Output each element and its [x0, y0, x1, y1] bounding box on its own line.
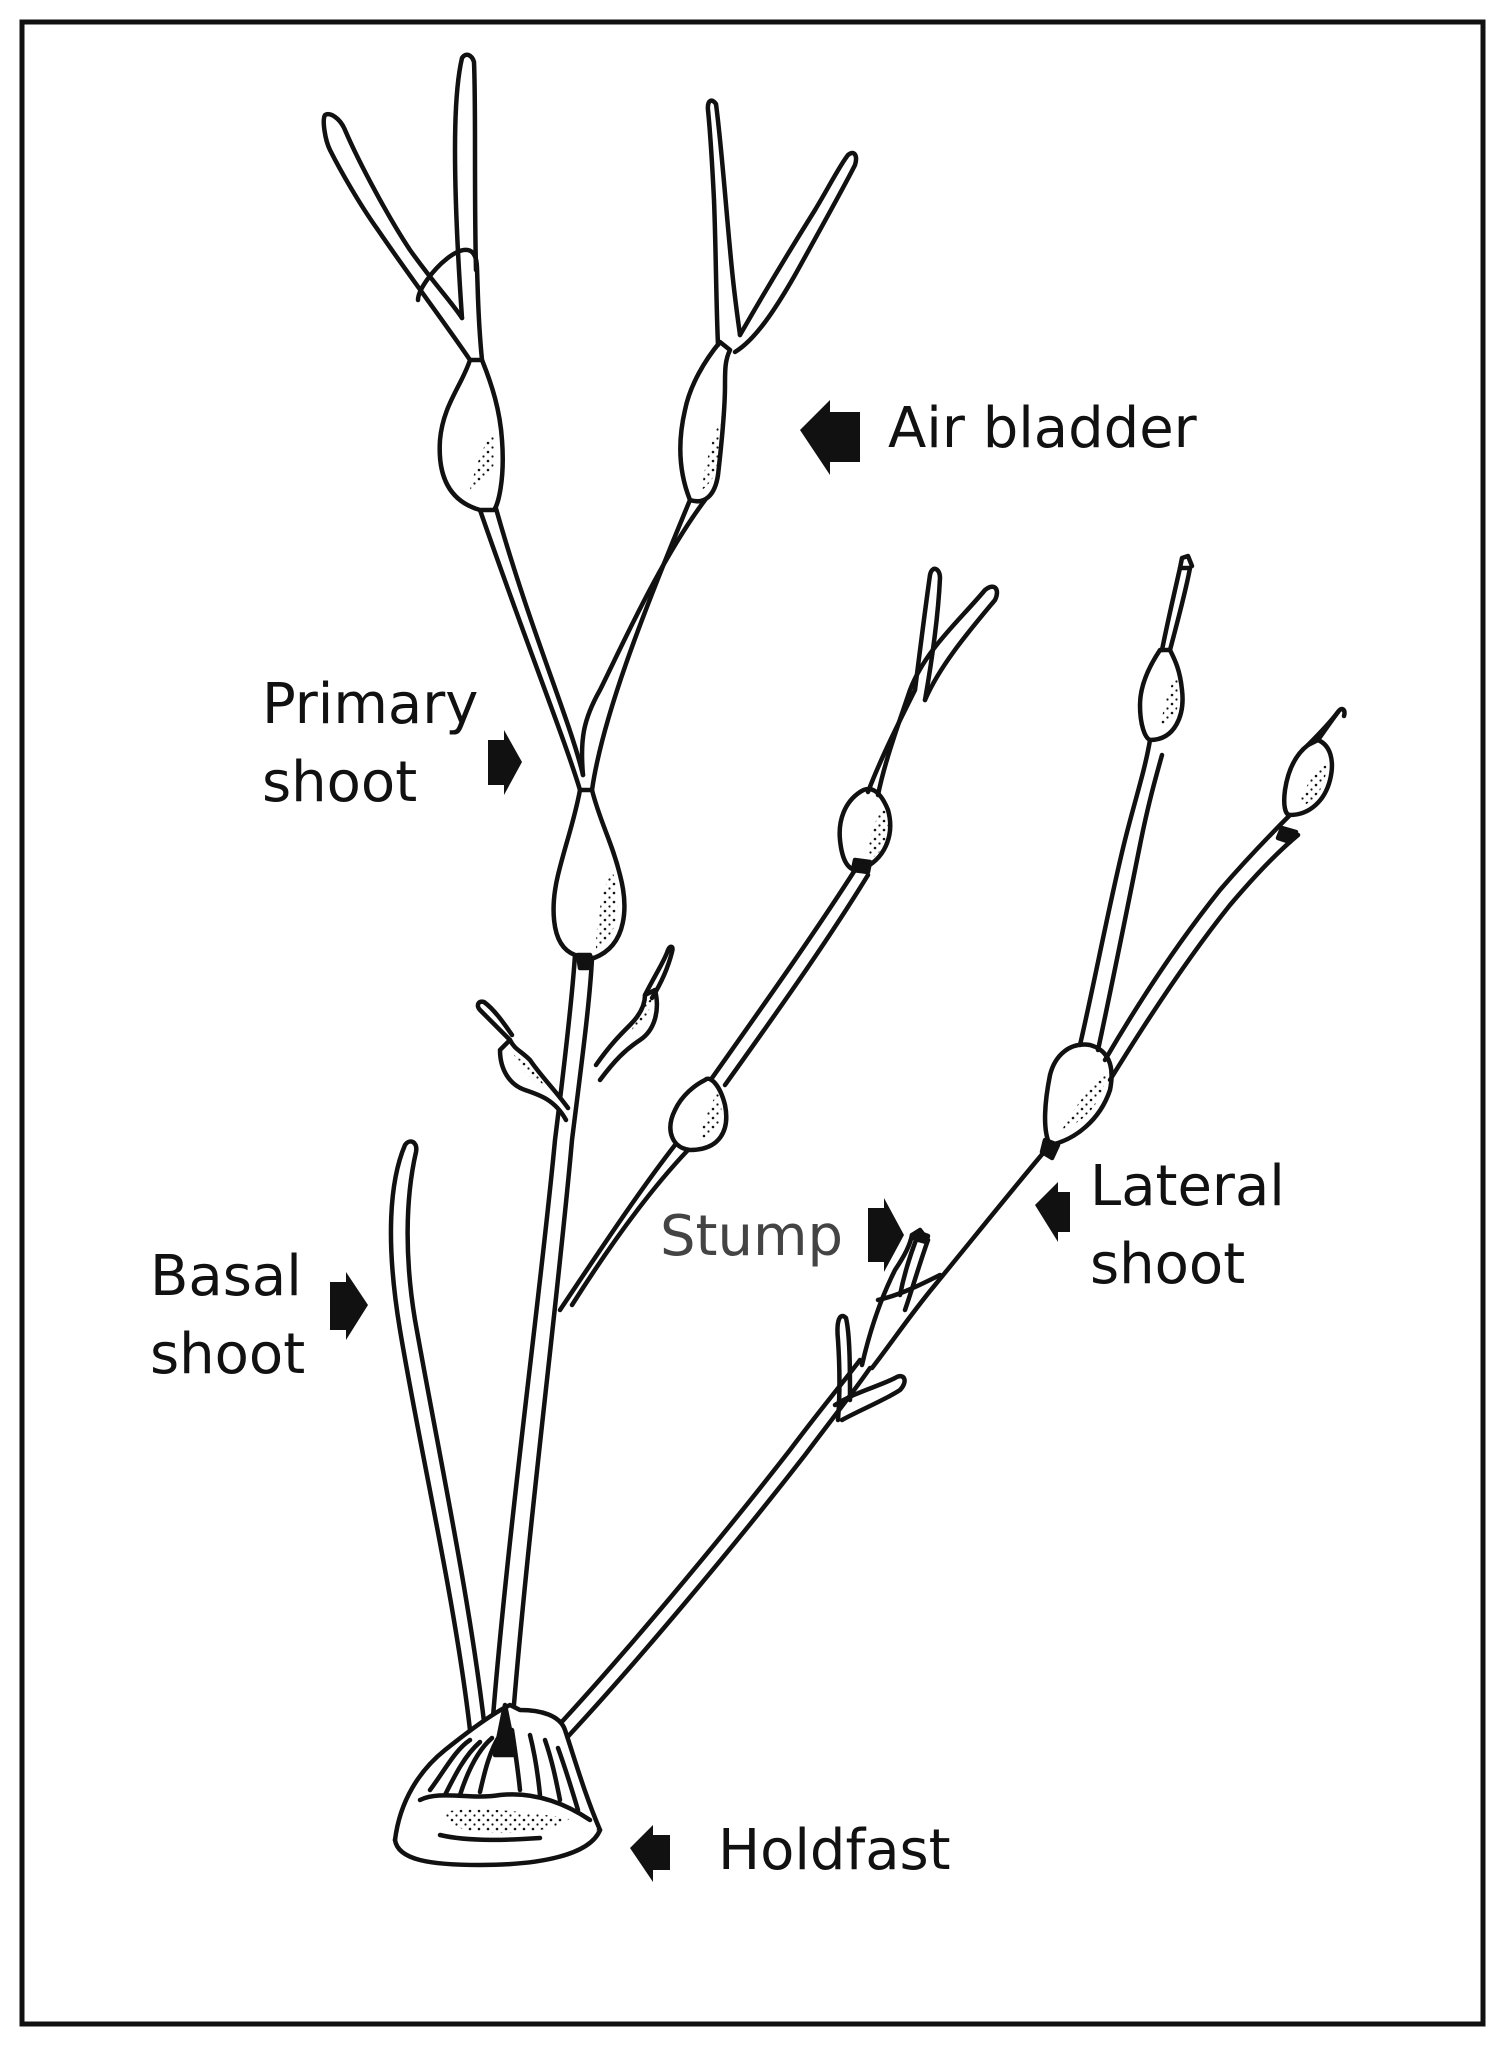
primary-shoot-stem [487, 952, 595, 1758]
lateral-shoot-stem [542, 1142, 1053, 1748]
arrow-right-icon [868, 1198, 904, 1272]
arrow-right-icon [488, 730, 522, 795]
lateral-bladder-upper-left [1137, 553, 1195, 743]
small-bladder-left [475, 999, 571, 1123]
lateral-bladder-upper-right [1275, 706, 1347, 845]
stump [897, 1229, 931, 1313]
upper-left-bladder [321, 52, 505, 513]
arrow-left-icon [1035, 1182, 1070, 1242]
arrow-left-icon [630, 1825, 670, 1882]
primary-bladder-main [551, 787, 627, 971]
holdfast [392, 1702, 603, 1868]
figure-frame [19, 19, 1486, 2027]
basal-shoot [388, 1139, 488, 1733]
small-bladder-right [593, 944, 675, 1083]
arrow-right-icon [330, 1272, 368, 1340]
secondary-branch [557, 566, 1000, 1313]
arrow-left-icon [800, 400, 860, 475]
primary-fork [477, 497, 708, 793]
upper-right-bladder [678, 98, 859, 504]
lateral-bladder-main [1039, 737, 1301, 1161]
